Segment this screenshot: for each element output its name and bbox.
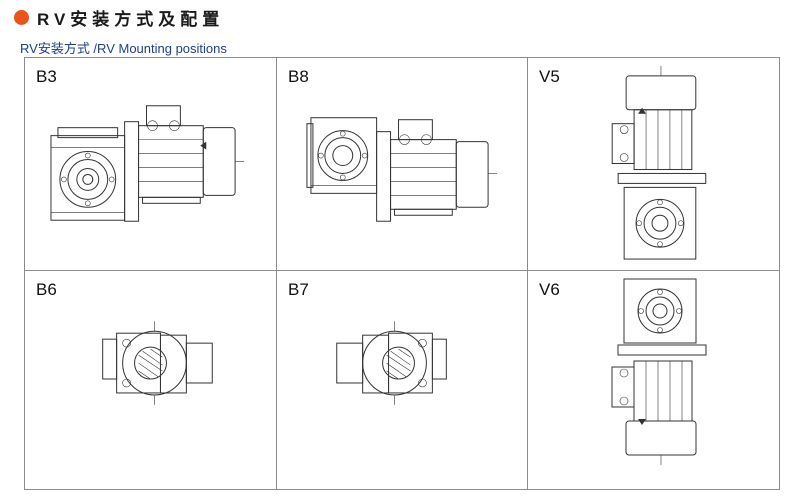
position-cell-b3: B3 <box>25 58 277 271</box>
b7-gearbox-drawing <box>336 321 447 405</box>
position-label: B8 <box>288 67 309 86</box>
position-cell-b7: B7 <box>277 271 528 489</box>
position-cell-b8: B8 <box>277 58 528 271</box>
v5-gearbox-drawing <box>611 65 707 260</box>
section-subtitle: RV安装方式 /RV Mounting positions <box>20 41 227 56</box>
position-label: B6 <box>36 280 57 299</box>
position-label: B7 <box>288 280 309 299</box>
position-cell-b6: B6 <box>25 271 277 489</box>
position-label: V5 <box>539 67 560 86</box>
bullet-dot-icon <box>14 9 29 25</box>
b3-gearbox-drawing <box>50 105 245 222</box>
page-header: RV安装方式及配置 <box>14 3 224 31</box>
position-cell-v5: V5 <box>528 58 779 271</box>
position-label: V6 <box>539 280 560 299</box>
position-cell-v6: V6 <box>528 271 779 489</box>
mounting-positions-grid: B3 <box>24 57 780 490</box>
v6-gearbox-drawing <box>611 278 707 465</box>
page-title: RV安装方式及配置 <box>37 9 225 29</box>
position-label: B3 <box>36 67 57 86</box>
b6-gearbox-drawing <box>102 321 213 405</box>
b8-gearbox-drawing <box>306 117 498 222</box>
